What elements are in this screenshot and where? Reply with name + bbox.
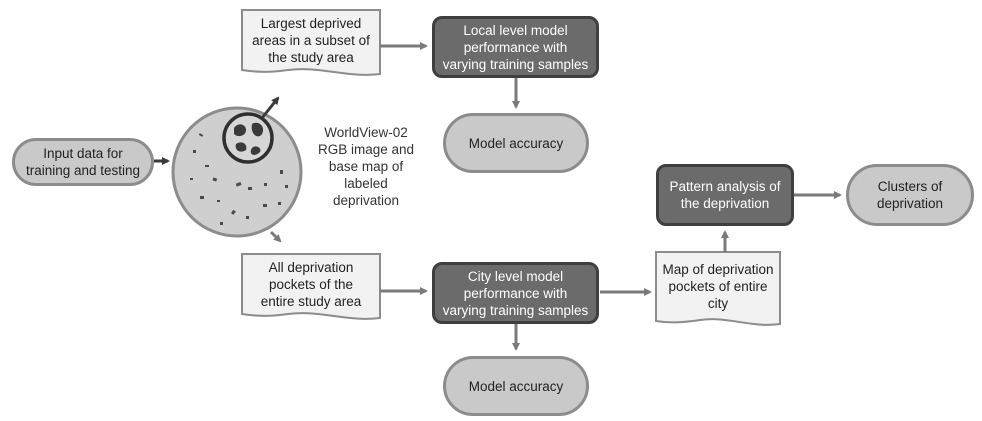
largest-areas-node: Largest deprived areas in a subset of th… xyxy=(252,15,370,65)
map-pockets-node: Map of deprivation pockets of entire cit… xyxy=(662,261,774,311)
model-accuracy-bottom-node: Model accuracy xyxy=(443,356,589,416)
all-pockets-node: All deprivation pockets of the entire st… xyxy=(260,259,362,309)
doc-shape-map-pockets xyxy=(655,251,781,326)
input-data-node: Input data for training and testing xyxy=(12,138,154,186)
clusters-node: Clusters of deprivation xyxy=(846,164,974,226)
doc-shape-largest-areas xyxy=(241,9,381,76)
connectors xyxy=(154,42,842,351)
arrow-zoom-up xyxy=(260,96,280,119)
imagery-circle xyxy=(171,106,303,238)
local-model-node: Local level model performance with varyi… xyxy=(432,16,599,78)
city-model-node: City level model performance with varyin… xyxy=(432,262,599,324)
doc-shape-all-pockets xyxy=(241,253,381,320)
pattern-analysis-node: Pattern analysis of the deprivation xyxy=(656,164,794,226)
model-accuracy-top-node: Model accuracy xyxy=(443,113,589,173)
arrow-circle-down xyxy=(269,230,282,243)
zoom-inset xyxy=(222,112,274,164)
worldview-label: WorldView-02 RGB image and base map of l… xyxy=(317,124,415,208)
deprivation-speckles xyxy=(190,133,288,225)
